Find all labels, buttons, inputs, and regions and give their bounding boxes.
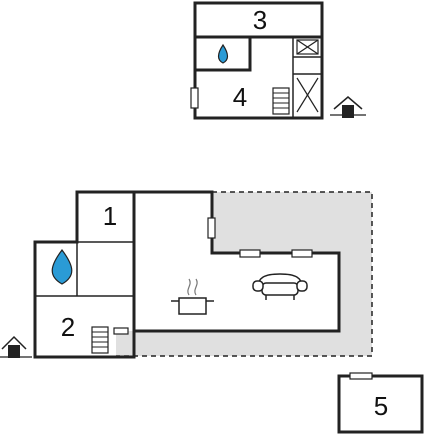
room-5-label: 5: [374, 391, 388, 421]
stairs-icon: [272, 87, 290, 115]
window-icon: [349, 372, 373, 380]
room-3-label: 3: [253, 5, 267, 35]
room-2-label: 2: [61, 312, 75, 342]
window-icon: [291, 249, 313, 258]
window-icon: [190, 87, 199, 109]
sofa-icon: [252, 273, 308, 300]
entrance-house-icon: [0, 335, 32, 358]
window-icon: [113, 327, 129, 335]
window-icon: [207, 217, 216, 239]
room-1-label: 1: [103, 201, 117, 231]
room-4-label: 4: [233, 82, 247, 112]
outbuilding: 5: [337, 372, 424, 434]
main-floor: 1 2: [0, 190, 341, 359]
storage-cross-icon: [296, 77, 319, 113]
water-drop-icon: [51, 248, 73, 285]
water-drop-icon: [217, 43, 229, 64]
storage-cross-icon: [296, 39, 319, 55]
terrace: [116, 191, 373, 357]
kitchen-icon: [171, 278, 214, 315]
upper-floor: 3 4: [190, 1, 366, 120]
window-icon: [239, 249, 261, 258]
stairs-icon: [91, 326, 109, 354]
entrance-house-icon: [330, 96, 366, 118]
